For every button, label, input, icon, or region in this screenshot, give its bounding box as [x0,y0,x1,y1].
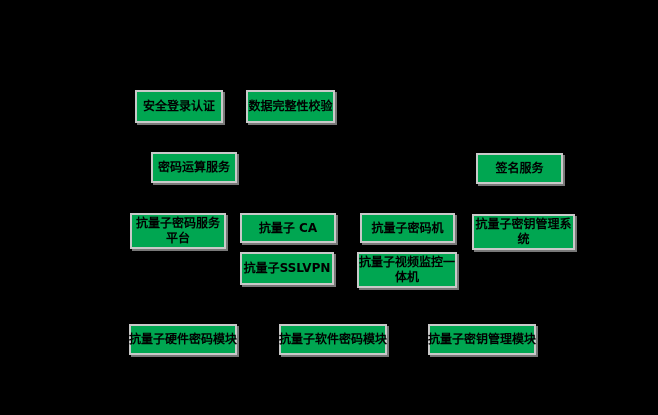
node-data-integrity-check: 数据完整性校验 [246,90,335,123]
node-pq-key-mgmt-module: 抗量子密钥管理模块 [428,324,536,355]
node-pq-crypto-service-platform: 抗量子密码服务平台 [130,213,226,249]
node-pq-software-crypto-module: 抗量子软件密码模块 [279,324,387,355]
node-pq-sslvpn: 抗量子SSLVPN [240,252,334,285]
node-crypto-compute-service: 密码运算服务 [151,152,237,183]
node-secure-login-auth: 安全登录认证 [135,90,223,123]
node-pq-ca: 抗量子 CA [240,213,336,243]
node-pq-key-mgmt-system: 抗量子密钥管理系统 [472,214,575,250]
node-pq-video-surveillance-aio: 抗量子视频监控一体机 [357,252,457,288]
node-signature-service: 签名服务 [476,153,563,184]
node-pq-crypto-machine: 抗量子密码机 [360,213,455,243]
node-pq-hardware-crypto-module: 抗量子硬件密码模块 [129,324,237,355]
